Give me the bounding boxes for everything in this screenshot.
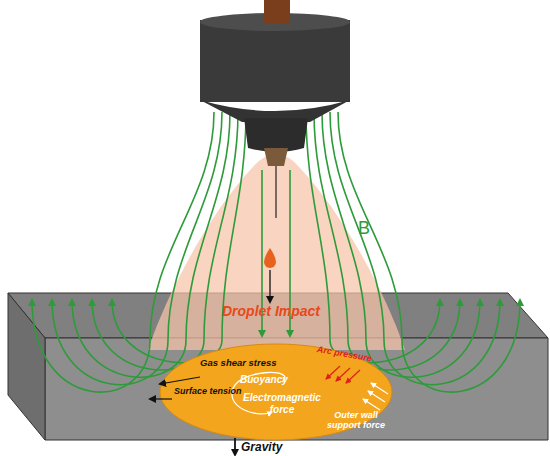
gravity-arrow: [234, 438, 236, 455]
contact-tip: [264, 148, 288, 166]
field-line: [306, 112, 440, 363]
force-label: Outer wall support force: [318, 410, 394, 431]
torch-cap: [264, 0, 290, 24]
field-line: [112, 112, 246, 363]
torch-nozzle: [244, 118, 308, 152]
arc-pressure-arrows: [326, 366, 360, 383]
workpiece: [8, 293, 548, 440]
force-arrow: [150, 398, 172, 399]
torch-cap: [264, 8, 290, 24]
slab-side: [8, 293, 45, 440]
force-label: Surface tension: [174, 386, 242, 396]
welding-wire: [275, 166, 276, 218]
field-line: [322, 112, 480, 377]
droplet-arrow: [269, 270, 270, 302]
force-label: Gas shear stress: [200, 358, 277, 369]
force-label: Buoyancy: [240, 374, 288, 386]
process-label: Droplet Impact: [222, 303, 320, 319]
force-arrow: [363, 399, 380, 410]
field-line: [52, 112, 222, 385]
force-label: Electromagnetic force: [236, 392, 328, 415]
force-arrow: [371, 383, 388, 394]
field-line: [92, 112, 238, 370]
force-arrow: [368, 391, 385, 402]
field-symbol: B: [358, 218, 370, 239]
droplet: [264, 248, 276, 268]
force-arrow: [336, 368, 350, 381]
field-line: [330, 112, 500, 385]
field-line: [338, 112, 520, 392]
wall-support-arrows: [363, 383, 388, 410]
force-arrow: [160, 377, 200, 384]
torch-body: [200, 20, 350, 102]
force-label: Gravity: [241, 441, 282, 455]
force-arrow: [346, 370, 360, 383]
force-arrow: [326, 366, 340, 379]
field-line: [72, 112, 230, 377]
field-line: [314, 112, 460, 370]
welding-torch: [200, 0, 350, 218]
field-line: [32, 112, 214, 392]
